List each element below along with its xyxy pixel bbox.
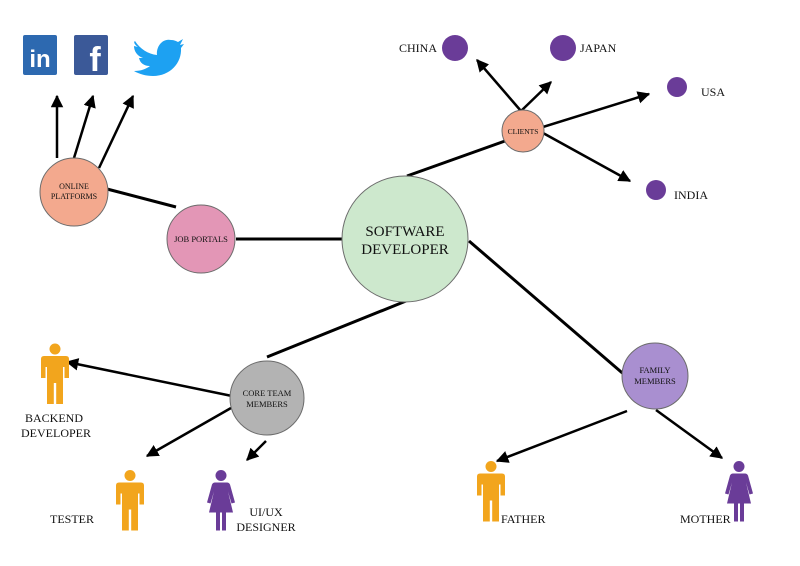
arrow-to-twitter (97, 94, 135, 169)
uiux-designer-female-icon (207, 470, 235, 531)
usa-dot (667, 77, 687, 97)
job-portals-node: JOB PORTALS (166, 204, 236, 274)
social-icons: in f (23, 35, 184, 79)
arrow-to-mother (655, 408, 724, 460)
link-center-clients (406, 139, 506, 178)
online-platforms-node: ONLINE PLATFORMS (39, 157, 109, 227)
arrow-to-facebook (72, 94, 96, 159)
japan-label: JAPAN (580, 41, 617, 55)
connector-lines (106, 139, 628, 379)
arrow-to-backend (65, 358, 233, 398)
family-node: FAMILY MEMBERS (621, 342, 689, 410)
uiux-label-line1: UI/UX (249, 505, 283, 519)
india-dot (646, 180, 666, 200)
online-platforms-label-line2: PLATFORMS (51, 192, 97, 201)
core-team-node: CORE TEAM MEMBERS (229, 360, 305, 436)
job-portals-label: JOB PORTALS (174, 234, 228, 244)
core-team-label-line1: CORE TEAM (243, 388, 292, 398)
online-platforms-label-line1: ONLINE (59, 182, 89, 191)
arrow-lines (50, 59, 724, 463)
japan-dot (550, 35, 576, 61)
job-portals-circle (166, 204, 236, 274)
family-label-line1: FAMILY (639, 365, 670, 375)
link-jobportals-online (106, 187, 177, 209)
linkedin-icon: in (23, 35, 57, 75)
uiux-label-line2: DESIGNER (236, 520, 295, 534)
father-label: FATHER (501, 512, 545, 526)
country-nodes: CHINA JAPAN USA INDIA (399, 35, 725, 202)
core-team-label-line2: MEMBERS (246, 399, 288, 409)
china-dot (442, 35, 468, 61)
arrow-to-usa (542, 91, 651, 129)
family-circle (621, 342, 689, 410)
tester-label: TESTER (50, 512, 94, 526)
family-label-line2: MEMBERS (634, 376, 676, 386)
backend-label-line2: DEVELOPER (21, 426, 91, 440)
twitter-icon (134, 39, 184, 76)
core-team-circle (229, 360, 305, 436)
arrow-to-uiux (246, 440, 267, 461)
facebook-icon: f (74, 35, 108, 79)
backend-developer-male-icon (41, 343, 69, 404)
facebook-glyph: f (89, 41, 101, 79)
tester-male-icon (116, 470, 144, 531)
tester-person: TESTER (50, 470, 144, 531)
arrow-to-japan (520, 81, 552, 112)
mother-person: MOTHER (680, 461, 753, 526)
center-node: SOFTWARE DEVELOPER (341, 175, 469, 303)
arrow-to-china (476, 59, 522, 112)
people: BACKEND DEVELOPER TESTER UI/UX DESIGNER … (21, 343, 753, 534)
arrow-to-father (495, 409, 628, 463)
india-label: INDIA (674, 188, 708, 202)
link-center-coreteam (266, 299, 407, 359)
center-label-line2: DEVELOPER (361, 242, 449, 258)
online-platforms-circle (39, 157, 109, 227)
usa-label: USA (701, 85, 725, 99)
china-label: CHINA (399, 41, 437, 55)
father-person: FATHER (477, 461, 545, 526)
center-label-line1: SOFTWARE (365, 224, 444, 240)
mother-label: MOTHER (680, 512, 731, 526)
link-center-family (468, 239, 628, 379)
backend-developer-person: BACKEND DEVELOPER (21, 343, 91, 440)
backend-label-line1: BACKEND (25, 411, 83, 425)
clients-label: CLIENTS (508, 127, 539, 136)
arrow-to-tester (145, 406, 232, 458)
uiux-designer-person: UI/UX DESIGNER (207, 470, 296, 534)
clients-node: CLIENTS (501, 109, 545, 153)
center-circle (341, 175, 469, 303)
linkedin-glyph: in (29, 46, 50, 73)
arrow-to-india (542, 131, 632, 183)
clients-circle (501, 109, 545, 153)
